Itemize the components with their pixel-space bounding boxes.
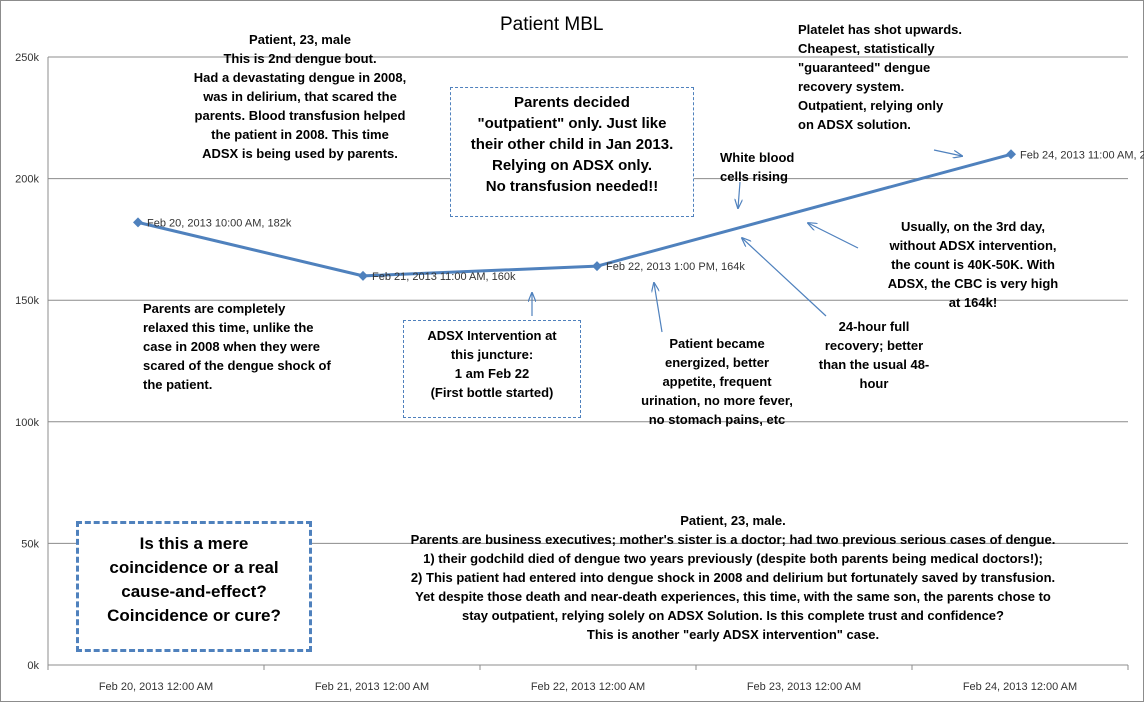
note-wbc-rising: White blood cells rising [720,150,795,184]
annotation-arrow [808,223,859,249]
annotation-arrow [654,283,663,333]
data-point [133,217,143,228]
note-intervention: ADSX Intervention at this juncture: 1 am… [403,320,581,418]
data-label: Feb 20, 2013 10:00 AM, 182k [147,217,292,229]
y-tick-label: 150k [15,295,39,307]
x-tick-label: Feb 24, 2013 12:00 AM [963,681,1077,693]
note-energized: Patient became energized, better appetit… [641,336,793,427]
note-relaxed: Parents are completely relaxed this time… [143,301,331,392]
data-point [592,261,602,272]
data-label: Feb 22, 2013 1:00 PM, 164k [606,261,745,273]
annotation-arrow [738,181,740,208]
annotation-arrow [742,238,827,317]
y-tick-label: 250k [15,52,39,64]
x-tick-label: Feb 21, 2013 12:00 AM [315,681,429,693]
note-parents-decided: Parents decided "outpatient" only. Just … [450,87,694,217]
data-label: Feb 21, 2013 11:00 AM, 160k [372,271,516,283]
y-tick-label: 100k [15,417,39,429]
data-point [1006,149,1016,160]
y-tick-label: 50k [21,538,39,550]
x-tick-label: Feb 23, 2013 12:00 AM [747,681,861,693]
data-point [358,270,368,281]
y-tick-label: 0k [27,660,39,672]
series-line [137,152,1012,278]
note-platelet: Platelet has shot upwards. Cheapest, sta… [798,22,962,132]
data-label: Feb 24, 2013 11:00 AM, 210k [1020,149,1144,161]
x-tick-label: Feb 20, 2013 12:00 AM [99,681,213,693]
annotation-arrow [933,149,962,156]
chart-title: Patient MBL [500,14,604,35]
note-usually: Usually, on the 3rd day, without ADSX in… [887,219,1059,310]
x-tick-label: Feb 22, 2013 12:00 AM [531,681,645,693]
note-recovery: 24-hour full recovery; better than the u… [818,319,930,391]
y-tick-label: 200k [15,174,39,186]
note-summary: Patient, 23, male. Parents are business … [410,513,1056,642]
note-patient-intro: Patient, 23, male This is 2nd dengue bou… [193,32,407,161]
note-coincidence: Is this a mere coincidence or a real cau… [76,521,312,652]
